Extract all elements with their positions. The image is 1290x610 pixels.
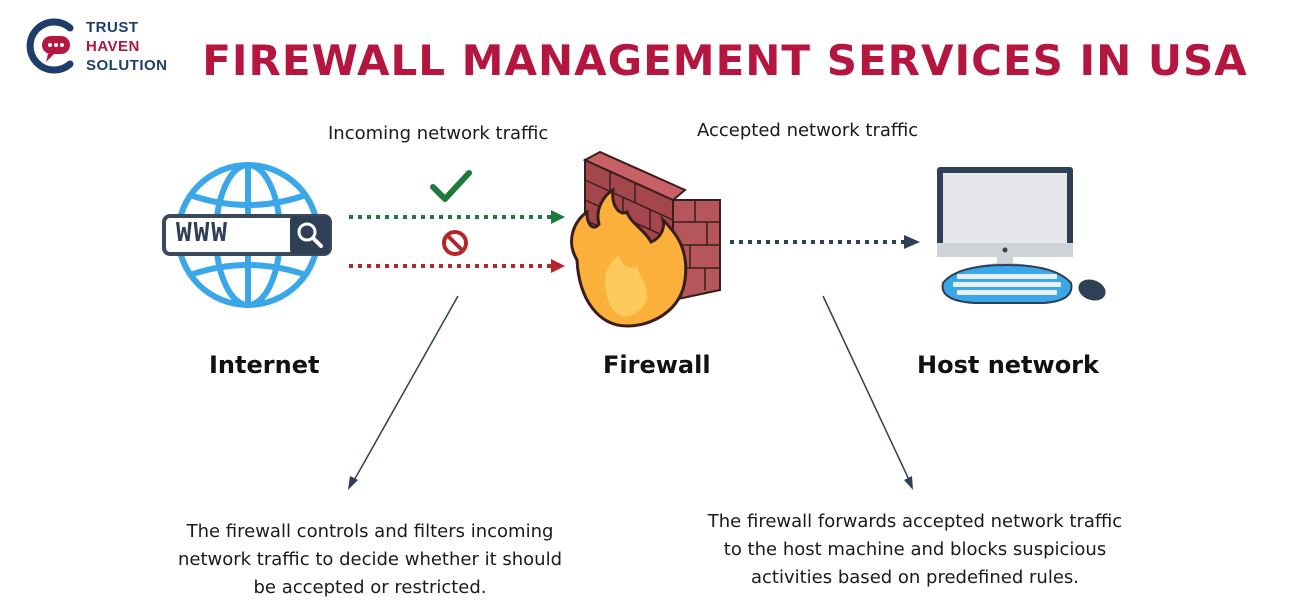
brand-name: TRUST HAVEN SOLUTION xyxy=(86,18,168,75)
left-pointer-arrow xyxy=(348,295,459,490)
internet-label: Internet xyxy=(209,351,320,379)
blocked-arrow-head xyxy=(551,259,565,273)
accepted-traffic-caption: Accepted network traffic xyxy=(697,120,919,141)
left-description: The firewall controls and filters incomi… xyxy=(150,518,590,602)
globe-icon xyxy=(162,162,332,308)
right-description-line: The firewall forwards accepted network t… xyxy=(707,511,1123,532)
forward-arrow xyxy=(730,235,920,249)
incoming-traffic-caption: Incoming network traffic xyxy=(328,123,549,144)
accepted-arrow-head xyxy=(551,210,565,224)
brand-line-3: SOLUTION xyxy=(86,57,168,74)
host-network-label: Host network xyxy=(917,351,1099,379)
right-description: The firewall forwards accepted network t… xyxy=(680,508,1150,592)
brand-line-1: TRUST xyxy=(86,19,139,36)
right-description-line: activities based on predefined rules. xyxy=(750,567,1080,588)
left-description-line: be accepted or restricted. xyxy=(253,577,487,598)
page-title: FIREWALL MANAGEMENT SERVICES IN USA xyxy=(202,36,1248,85)
brand-line-2: HAVEN xyxy=(86,38,140,55)
brand-logo: TRUST HAVEN SOLUTION xyxy=(26,16,186,78)
left-description-line: network traffic to decide whether it sho… xyxy=(177,549,563,570)
desktop-computer-icon xyxy=(937,167,1106,304)
firewall-label: Firewall xyxy=(603,351,711,379)
checkmark-icon xyxy=(430,170,472,202)
brick-wall-fire-icon xyxy=(570,150,721,328)
headset-logo-icon xyxy=(26,18,74,74)
traffic-arrows xyxy=(349,170,565,273)
left-description-line: The firewall controls and filters incomi… xyxy=(186,521,554,542)
right-description-line: to the host machine and blocks suspiciou… xyxy=(723,539,1107,560)
www-badge: WWW xyxy=(176,218,229,248)
right-pointer-arrow xyxy=(822,295,913,490)
blocked-icon xyxy=(442,230,468,256)
